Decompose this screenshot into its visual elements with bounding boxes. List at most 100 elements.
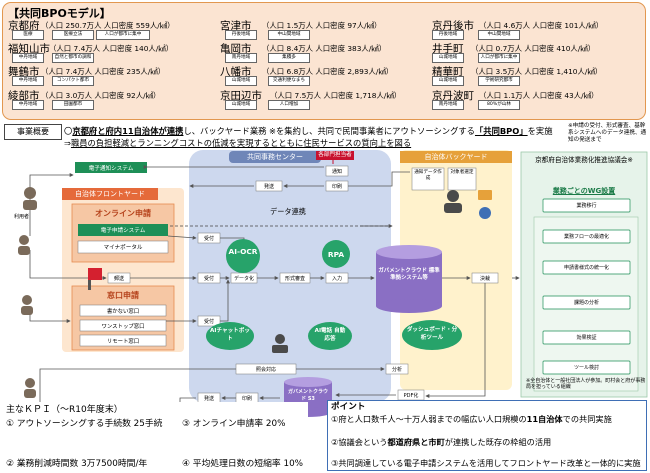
municipality-tag: 学術研究都市 (478, 76, 520, 86)
point-item-2-c: が連携した既存の枠組の活用 (444, 437, 552, 447)
window-item-2-box (79, 319, 167, 332)
municipality-tag: 中丹地域 (12, 100, 44, 110)
municipality-tag: 山城地域 (432, 76, 464, 86)
wg-item-4: 課題の分析 (573, 300, 599, 306)
overview-note: ※申請の受付、形式審査、基幹系システムへのデータ連携、通知の発送まで (568, 123, 647, 143)
municipality-tag: 集積多 (268, 53, 310, 63)
municipality-tag: 自然と都市の調和 (52, 53, 94, 63)
kpi-item-1-label: アウトソーシングする手続数 (16, 419, 131, 429)
step-mail-label: 郵送 (113, 275, 124, 282)
step-send-top (255, 180, 283, 192)
kpi-item-4: ④ 平均処理日数の短縮率 10% (182, 456, 303, 469)
municipality-detail: （人口 7.4万人 人口密度 235人/㎢） (41, 67, 166, 76)
arrow-query-user (38, 368, 236, 409)
overview-circle: 〇 (64, 126, 73, 136)
point-item-3-a: ③共同調達している電子申請システムを活用してフロントヤード改革と一体的に実施 (331, 458, 641, 468)
wg-item-6: ツール検討 (573, 365, 599, 371)
overview-partner-text: 京都府と府内11自治体が連携 (72, 126, 184, 136)
overview-line-1: 〇京都府と府内11自治体が連携し、バックヤード業務 ※を集約し、共同で民間事業者… (64, 125, 553, 137)
kpi-item-3-num: ③ (182, 419, 190, 429)
municipality-name: 京都府 (8, 20, 40, 32)
municipality-name: 福知山市 (8, 43, 50, 55)
point-panel (327, 400, 647, 471)
overview-label: 事業概要 (4, 124, 62, 140)
step-send-top-label: 発送 (263, 183, 274, 190)
kpi-item-4-label: 平均処理日数の短縮率 (192, 459, 281, 469)
window-item-3: リモート窓口 (106, 339, 140, 345)
ai-ocr-label: AI-OCR (228, 247, 258, 256)
municipality-tag: コンパクト都市 (52, 76, 94, 86)
municipality-tag: 中丹地域 (12, 76, 44, 86)
user-icon (18, 187, 37, 398)
municipality-tag: 交通利便なまち (268, 76, 310, 86)
step-decision-label: 決裁 (479, 275, 490, 282)
municipality-detail: （人口 6.8万人 人口密度 2,893人/㎢） (262, 67, 394, 76)
point-item-1: ①府と人口数千人～十万人弱までの幅広い人口規模の11自治体での共同実施 (331, 413, 612, 425)
municipality-tag: 人口が都市に集中 (478, 53, 520, 63)
arrow-decision-pdf (425, 318, 486, 398)
mailbox-icon (88, 268, 102, 290)
e-notice-top-box (75, 162, 147, 173)
center-badge: 各部門担当者 (316, 151, 354, 160)
window-item-1-box (79, 304, 167, 317)
step-query-label: 照会対応 (255, 366, 276, 373)
overview-line-2: ⇒職員の負担軽減とランニングコストの低減を実現するとともに住民サービスの質向上を… (64, 137, 411, 149)
wg-item-1: 業務移行 (576, 203, 597, 209)
point-item-2-a: ②協議会という (331, 437, 388, 447)
municipality-detail: （人口 4.6万人 人口密度 101人/㎢） (479, 21, 604, 30)
online-item-2: マイナポータル (103, 245, 143, 251)
ai-chat-label: AIチャットボット (210, 328, 250, 342)
wg-item-3: 申請書様式の統一化 (563, 265, 609, 271)
municipality-tag: 山城地域 (225, 100, 257, 110)
municipality-tag: 人口増加 (268, 100, 310, 110)
municipality-detail: （人口 3.5万人 人口密度 1,410人/㎢） (471, 67, 603, 76)
step-analysis (385, 363, 409, 375)
municipality-tag: 山城地域 (225, 76, 257, 86)
municipality-tag: 医療立法 (52, 30, 94, 40)
online-item-1-box (78, 224, 168, 236)
arrow-user-notice-top (29, 173, 74, 236)
back-item-2: 対象者選定 (450, 170, 474, 175)
step-pdf-label: PDF化 (403, 392, 419, 399)
front-title-bar (62, 188, 158, 200)
municipality-name: 舞鶴市 (8, 66, 40, 78)
user-label: 利用者 (14, 214, 30, 220)
step-input-label: 入力 (331, 275, 342, 282)
municipality-tag: 80%が山林 (478, 100, 520, 110)
window-item-2: ワンストップ窓口 (101, 324, 145, 330)
folder-icon (478, 190, 492, 200)
point-item-2-b: 都道府県と市町 (387, 437, 445, 447)
municipality-detail: （人口 1.5万人 人口密度 97人/㎢） (262, 21, 382, 30)
mail-icon (479, 207, 491, 219)
overview-effect-text: 職員の負担軽減とランニングコストの低減を実現するとともに住民サービスの質向上を図… (70, 138, 412, 148)
step-receive-window-label: 受付 (203, 318, 214, 325)
ai-voice-label: AI電話 自動応答 (314, 328, 346, 342)
wg-item-2: 業務フローの最適化 (563, 234, 609, 240)
council-title: 京都府自治体業務化推進協議会※ (535, 156, 633, 164)
municipality-name: 京田辺市 (220, 90, 262, 102)
ai-voice-circle (308, 322, 352, 350)
municipality-name: 井手町 (432, 43, 464, 55)
municipality-detail: （人口 250.7万人 人口密度 559人/㎢） (41, 21, 175, 30)
municipality-tag: 人口が都市に集中 (96, 30, 150, 40)
back-title-bar (400, 151, 512, 163)
dashboard-label: ダッシュボード・分析ツール (406, 327, 458, 341)
back-title: 自治体バックヤード (424, 153, 488, 161)
municipality-detail: （人口 0.7万人 人口密度 410人/㎢） (471, 44, 596, 53)
back-item-1-box (411, 167, 445, 191)
wg-item-3-box (542, 260, 631, 275)
municipality-detail: （人口 7.5万人 人口密度 1,718人/㎢） (270, 91, 402, 100)
municipality-name: 八幡市 (220, 66, 252, 78)
municipality-tag: 医療 (12, 30, 44, 40)
kpi-item-2: ② 業務削減時間数 3万7500時間/年 (6, 456, 147, 469)
arrow-print-back (348, 171, 410, 187)
step-receive-mail-label: 受付 (203, 275, 214, 282)
wg-item-4-box (542, 295, 631, 310)
kpi-item-1: ① アウトソーシングする手続数 25手続 (6, 416, 162, 429)
municipality-name: 亀岡市 (220, 43, 252, 55)
municipality-name: 宮津市 (220, 20, 252, 32)
back-item-1: 通知データ作成 (414, 170, 442, 181)
step-receive-online-label: 受付 (203, 235, 214, 242)
step-notice-top-label: 通知 (331, 168, 342, 175)
point-item-1-b: 11自治体 (526, 414, 563, 424)
